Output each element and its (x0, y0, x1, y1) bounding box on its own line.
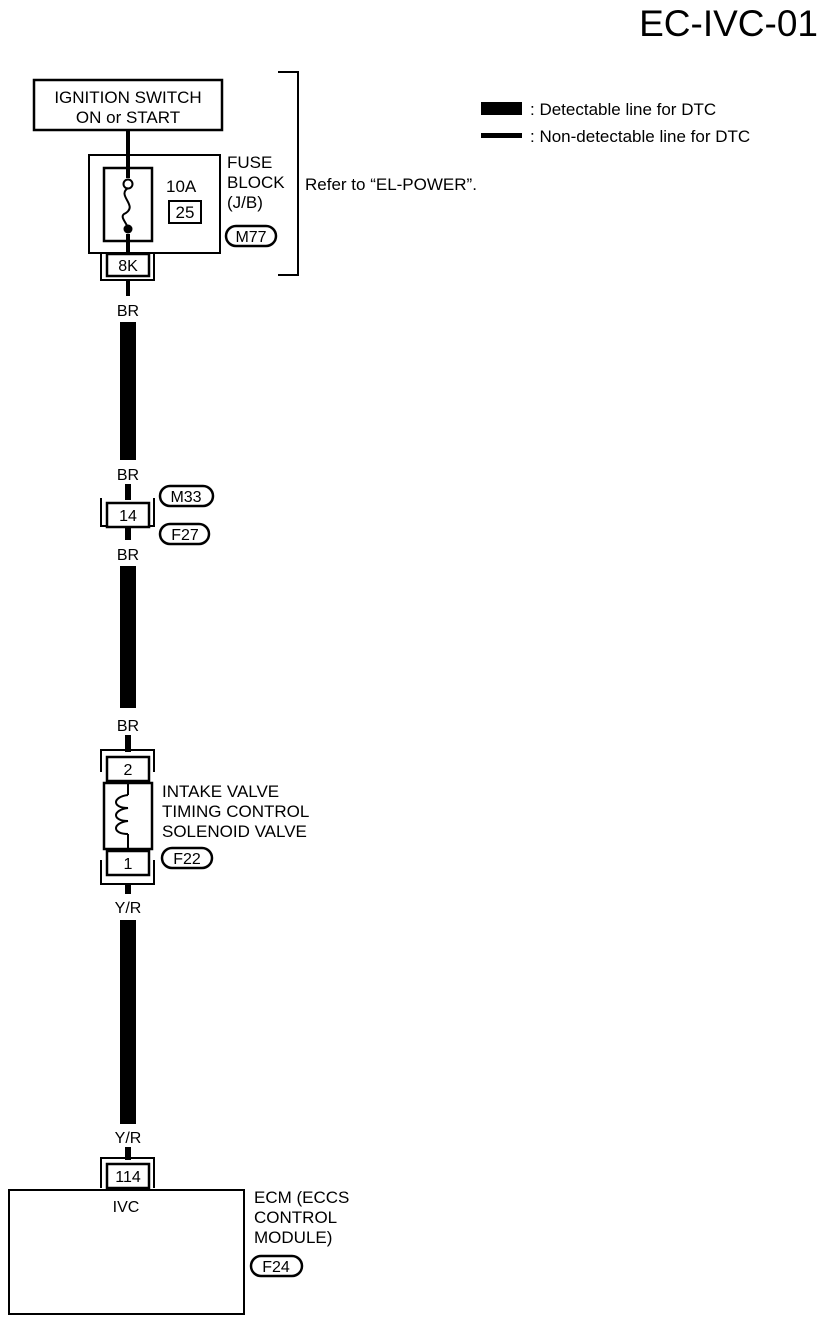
joint-pin-id: 14 (119, 508, 137, 525)
ecm-connector-shell (100, 1157, 155, 1188)
solenoid-valve: 2 1 INTAKE VALVE TIMING CONTROL SOLENOID… (100, 749, 309, 885)
page-id: EC-IVC-01 (639, 3, 818, 44)
solenoid-bottom-pin-box (105, 849, 151, 877)
fuse-connector-id: M77 (235, 229, 266, 246)
joint-connector-top-id: M33 (170, 489, 201, 506)
solenoid-label-line1: INTAKE VALVE (162, 782, 279, 801)
solenoid-bottom-pin-id: 1 (124, 856, 133, 873)
solenoid-connector-id: F22 (173, 851, 201, 868)
ecm-module: 114 IVC ECM (ECCS CONTROL MODULE) F24 (8, 1157, 349, 1315)
joint-connector-top-badge (158, 484, 215, 508)
fuse-label-line2: BLOCK (227, 173, 285, 192)
ecm-box (8, 1189, 245, 1315)
legend-non-detectable-swatch (481, 133, 522, 138)
fuse-bottom-terminal (123, 224, 133, 234)
ignition-switch: IGNITION SWITCH ON or START (32, 78, 224, 132)
fuse-label-line3: (J/B) (227, 193, 263, 212)
legend-non-detectable-label: : Non-detectable line for DTC (530, 127, 750, 146)
joint-connector-bottom-id: F27 (171, 527, 199, 544)
ignition-switch-line1: IGNITION SWITCH (54, 88, 201, 107)
ecm-label-line2: CONTROL (254, 1208, 337, 1227)
fuse-amperage: 10A (166, 177, 197, 196)
wire-color-yr-1: Y/R (115, 900, 142, 917)
legend-detectable-swatch (481, 102, 522, 115)
ignition-switch-line2: ON or START (76, 108, 180, 127)
refer-text: Refer to “EL-POWER”. (305, 175, 477, 194)
wire-detectable-br-1 (120, 322, 136, 460)
wire-detectable-yr (120, 920, 136, 1124)
wire-color-br-1: BR (117, 303, 139, 320)
joint-connector-bottom-badge (158, 522, 211, 546)
fuse-block-outline (88, 154, 221, 254)
solenoid-top-shell (100, 749, 155, 772)
joint-connector: 14 M33 F27 (100, 484, 215, 546)
ecm-connector-id: F24 (262, 1259, 290, 1276)
fuse-top-terminal (122, 178, 134, 190)
fuse-label-line1: FUSE (227, 153, 272, 172)
ecm-connector-badge (249, 1254, 304, 1278)
legend-detectable-label: : Detectable line for DTC (530, 100, 716, 119)
ecm-label-line3: MODULE) (254, 1228, 332, 1247)
solenoid-label-line2: TIMING CONTROL (162, 802, 309, 821)
ecm-pin-id: 114 (115, 1169, 141, 1186)
wire-color-yr-2: Y/R (115, 1130, 142, 1147)
wire-detectable-br-2 (120, 566, 136, 708)
solenoid-label-line3: SOLENOID VALVE (162, 822, 307, 841)
wire-color-br-4: BR (117, 718, 139, 735)
solenoid-coil-icon (115, 794, 129, 835)
fuse-terminal-box (105, 252, 151, 278)
solenoid-connector-badge (160, 846, 214, 870)
wire-color-br-3: BR (117, 547, 139, 564)
fuse-element-icon (121, 187, 131, 229)
refer-bracket (278, 71, 299, 276)
fuse-number-box (168, 200, 202, 224)
ecm-label-line1: ECM (ECCS (254, 1188, 349, 1207)
fuse-block: 10A 25 FUSE BLOCK (J/B) M77 8K (88, 153, 285, 281)
legend: : Detectable line for DTC : Non-detectab… (481, 100, 750, 146)
joint-pin-box (105, 501, 151, 529)
wire-color-br-2: BR (117, 467, 139, 484)
fuse-connector-badge (224, 224, 278, 248)
solenoid-top-pin-box (105, 755, 151, 783)
ecm-pin-box (105, 1162, 151, 1190)
solenoid-top-pin-id: 2 (124, 762, 133, 779)
fuse-number: 25 (176, 203, 195, 222)
fuse-terminal-id: 8K (118, 258, 138, 275)
ecm-terminal-name: IVC (113, 1199, 140, 1216)
